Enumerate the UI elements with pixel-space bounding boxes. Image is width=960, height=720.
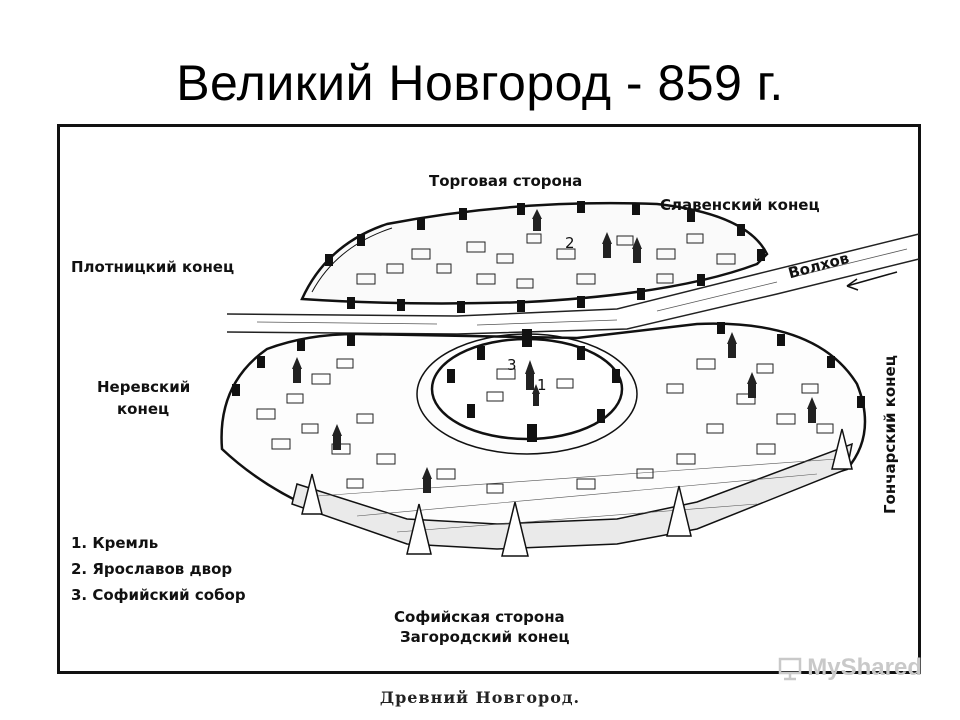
label-sofiyskaya: Софийская сторона <box>394 608 565 626</box>
label-plotnitsky: Плотницкий конец <box>71 258 234 276</box>
watermark-text: MyShared <box>807 654 922 681</box>
kremlin <box>416 329 638 455</box>
torgovaya-wall <box>300 201 769 313</box>
legend-item-kremlin: 1. Кремль <box>71 534 158 552</box>
label-nerevsky-1: Неревский <box>97 378 190 396</box>
label-torgovaya: Торговая сторона <box>429 172 582 190</box>
marker-2: 2 <box>565 234 575 252</box>
map-legend: 1. Кремль 2. Ярославов двор 3. Софийский… <box>71 534 246 604</box>
marker-3: 3 <box>507 356 517 374</box>
map-illustration: Торговая сторона Славенский конец Плотни… <box>57 124 921 674</box>
presentation-icon <box>779 657 802 681</box>
legend-item-yaroslav-court: 2. Ярославов двор <box>71 560 232 578</box>
label-zagorodsky: Загородский конец <box>400 628 570 646</box>
legend-item-sofia-cathedral: 3. Софийский собор <box>71 586 246 604</box>
map-caption: Древний Новгород. <box>379 688 581 707</box>
label-goncharsky: Гончарский конец <box>881 355 899 514</box>
watermark: MyShared <box>777 654 922 682</box>
label-slavensky: Славенский конец <box>660 196 820 214</box>
map-drawing: Торговая сторона Славенский конец Плотни… <box>57 124 921 674</box>
label-nerevsky-2: конец <box>117 400 169 418</box>
marker-1: 1 <box>537 376 547 394</box>
slide-title: Великий Новгород - 859 г. <box>176 55 784 111</box>
